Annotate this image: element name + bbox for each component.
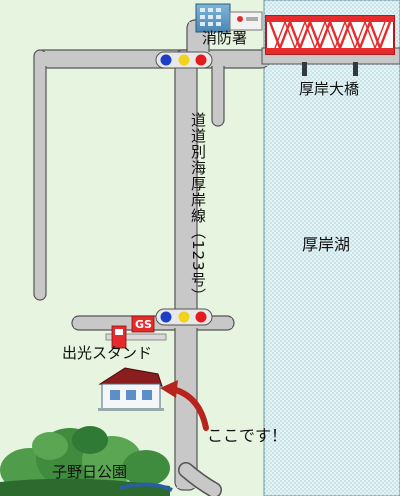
fire-station-icon <box>195 3 263 33</box>
traffic-light-icon <box>155 308 213 326</box>
roads <box>33 19 271 491</box>
fire-station-label: 消防署 <box>202 29 248 47</box>
house-icon <box>98 367 164 411</box>
arrow-icon <box>160 380 209 431</box>
bridge-label: 厚岸大橋 <box>299 80 360 98</box>
here-label: ここです！ <box>207 426 288 445</box>
trees-icon <box>0 426 173 496</box>
route-label: 道道別海厚岸線（123号） <box>189 112 207 304</box>
gas-station-label: 出光スタンド <box>62 344 153 362</box>
park-label: 子野日公園 <box>52 463 128 481</box>
traffic-light-icon <box>155 51 213 69</box>
gas-station-icon <box>105 315 167 349</box>
bridge-icon <box>261 15 400 76</box>
lake-label: 厚岸湖 <box>302 235 351 254</box>
lake-area <box>263 0 400 496</box>
gas-station-sign: GS <box>135 318 152 331</box>
